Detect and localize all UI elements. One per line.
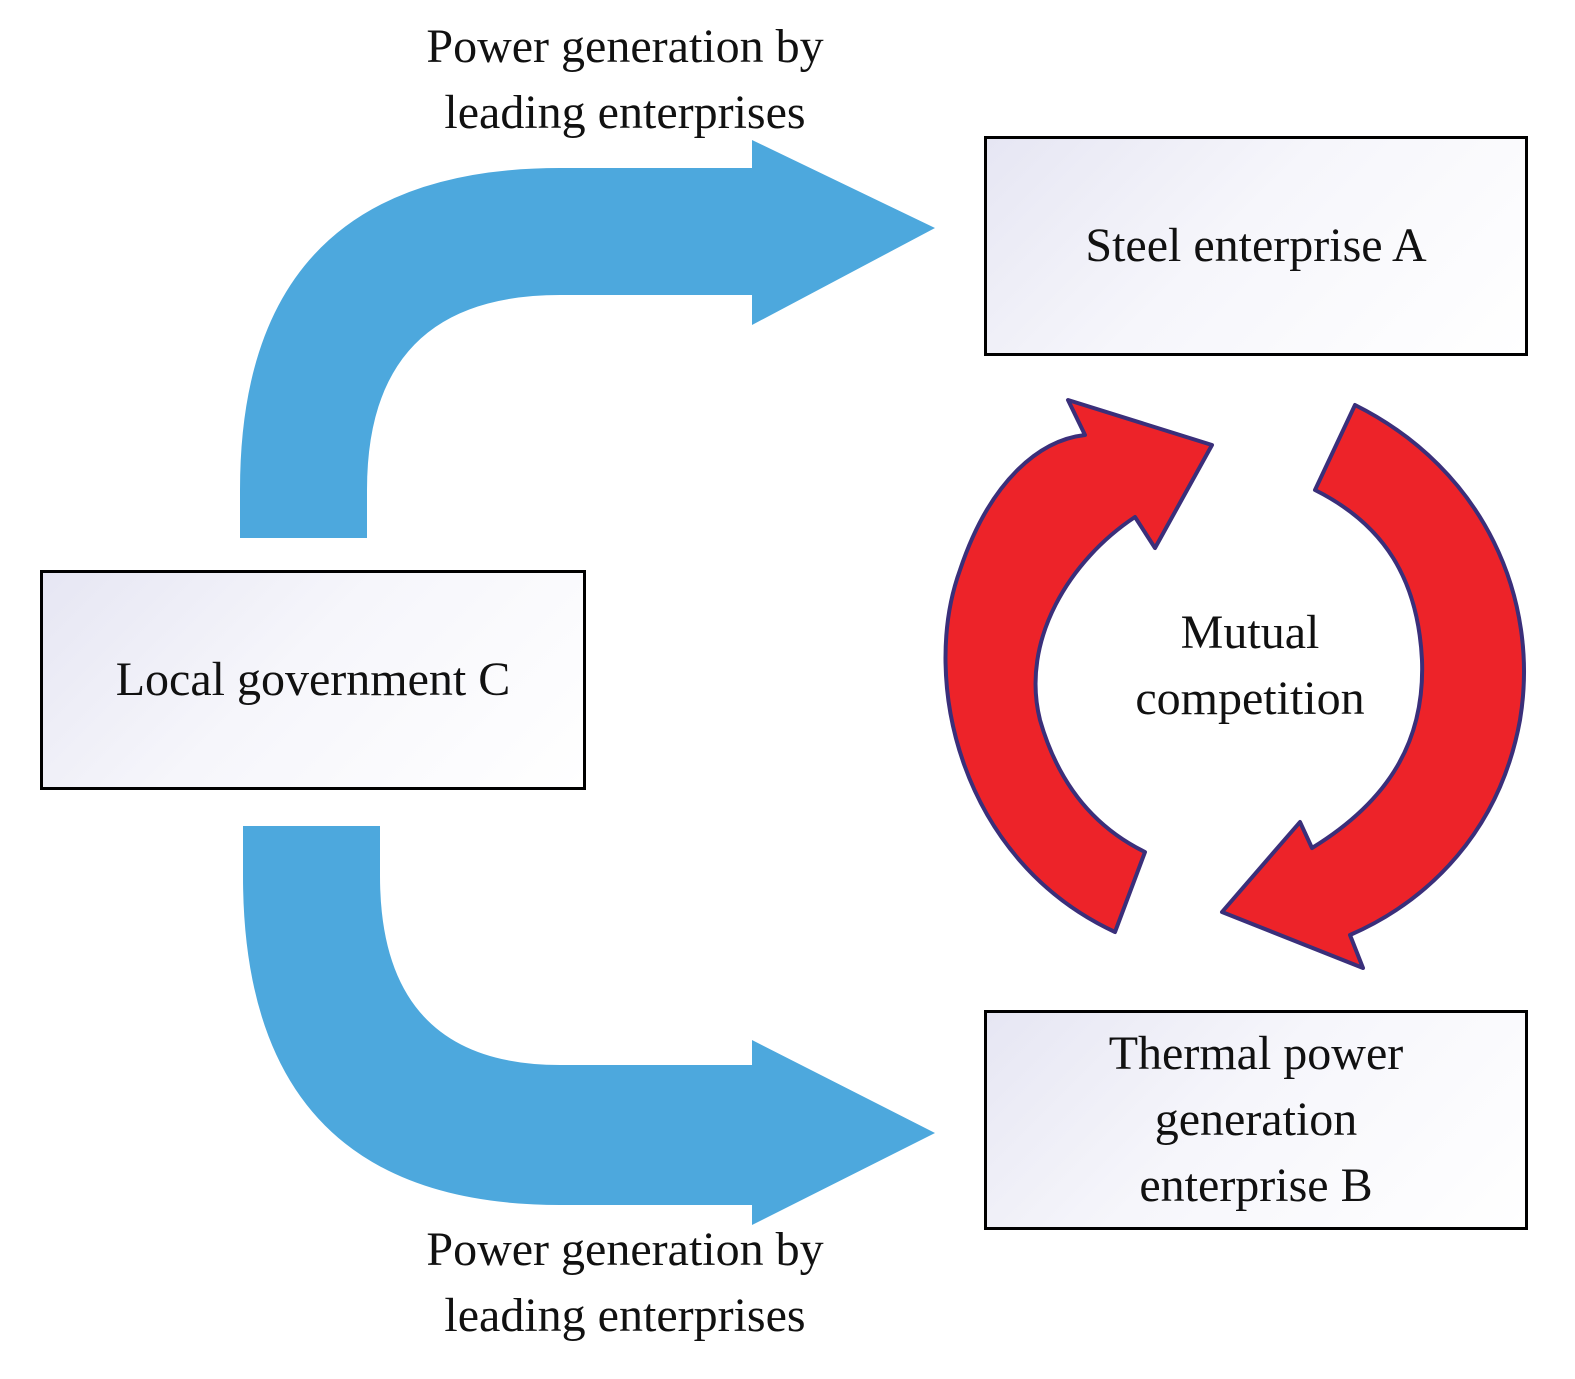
local-government-label: Local government C xyxy=(115,653,511,706)
top-flow-label: Power generation by leading enterprises xyxy=(395,14,855,146)
top-flow-label-line1: Power generation by xyxy=(426,20,824,73)
thermal-power-box: Thermal power generation enterprise B xyxy=(984,1010,1528,1230)
top-flow-arrow xyxy=(240,140,935,538)
bottom-flow-arrow xyxy=(243,826,935,1225)
top-flow-label-line2: leading enterprises xyxy=(444,86,806,139)
bottom-flow-label-line2: leading enterprises xyxy=(444,1289,806,1342)
local-government-box: Local government C xyxy=(40,570,586,790)
bottom-flow-label: Power generation by leading enterprises xyxy=(395,1217,855,1349)
thermal-power-label-line1: Thermal power xyxy=(1108,1027,1404,1080)
thermal-power-label-line3: enterprise B xyxy=(1139,1159,1373,1212)
cycle-label-line2: competition xyxy=(1135,672,1365,725)
cycle-label-line1: Mutual xyxy=(1180,606,1320,659)
bottom-flow-label-line1: Power generation by xyxy=(426,1223,824,1276)
cycle-label: Mutual competition xyxy=(1100,600,1400,732)
thermal-power-label-line2: generation xyxy=(1154,1093,1358,1146)
cycle-arrow-down xyxy=(1220,403,1526,970)
cycle-arrow-up xyxy=(943,398,1214,934)
steel-enterprise-box: Steel enterprise A xyxy=(984,136,1528,356)
steel-enterprise-label: Steel enterprise A xyxy=(1085,219,1427,272)
